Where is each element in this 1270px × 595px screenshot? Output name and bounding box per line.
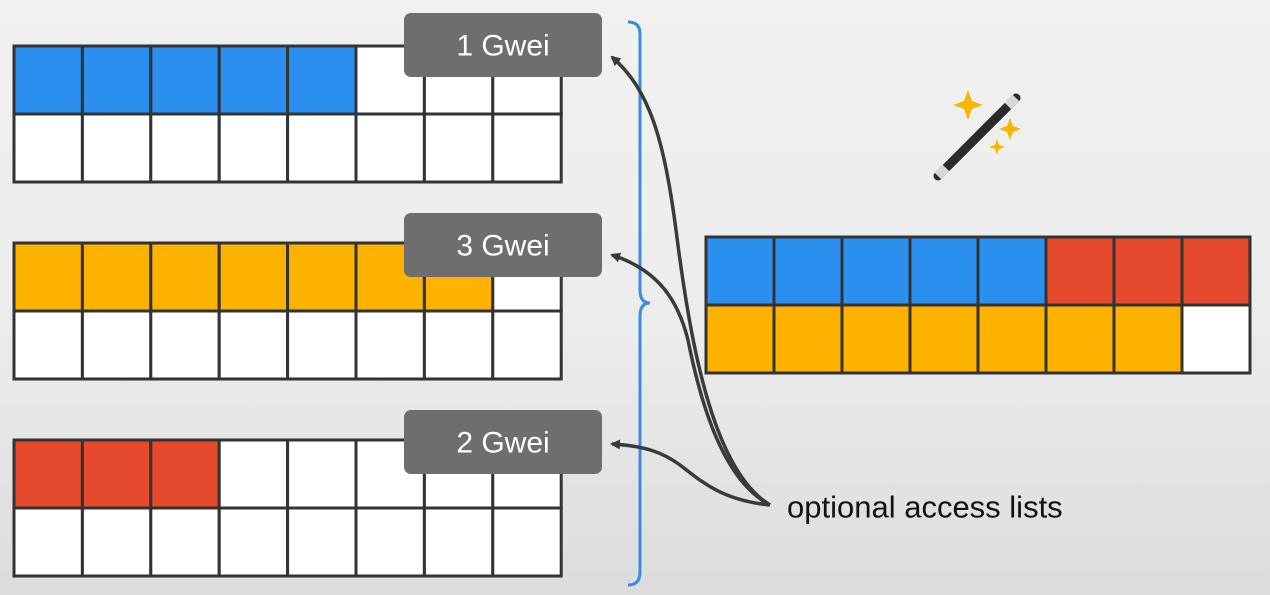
transaction-cell — [80, 438, 153, 510]
magic-wand-icon — [933, 90, 1021, 181]
block-cell — [704, 303, 776, 375]
transaction-cell — [149, 241, 221, 313]
arrow-to-label-3 — [610, 439, 771, 507]
transaction-cell — [80, 506, 153, 578]
transaction-cell — [149, 506, 221, 578]
transaction-cell — [149, 309, 221, 381]
block-cell — [1044, 303, 1116, 375]
transaction-cell — [12, 241, 84, 313]
result-block — [704, 235, 1252, 375]
transaction-cell — [354, 112, 426, 184]
transaction-cell — [217, 506, 290, 578]
transaction-cell — [217, 309, 290, 381]
transaction-cell — [80, 241, 153, 313]
transaction-cell — [491, 112, 563, 184]
transaction-cell — [354, 506, 426, 578]
transaction-cell — [286, 44, 358, 116]
block-cell — [1112, 303, 1184, 375]
transaction-cell — [149, 438, 221, 510]
gas-price-label-3: 2 Gwei — [404, 410, 602, 474]
transaction-grid-2 — [12, 241, 563, 381]
block-cell — [908, 303, 980, 375]
block-cell — [1180, 303, 1252, 375]
block-cell — [908, 235, 980, 307]
block-cell — [840, 235, 912, 307]
transaction-cell — [422, 309, 495, 381]
transaction-cell — [217, 112, 290, 184]
transaction-grid-3 — [12, 438, 563, 578]
transaction-cell — [217, 438, 290, 510]
transaction-cell — [12, 506, 84, 578]
caption-optional-access-lists: optional access lists — [787, 490, 1063, 525]
gas-price-label-2-text: 3 Gwei — [456, 230, 549, 263]
transaction-cell — [286, 241, 358, 313]
block-cell — [1180, 235, 1252, 307]
block-cell — [840, 303, 912, 375]
transaction-cell — [217, 44, 290, 116]
block-cell — [772, 303, 844, 375]
transaction-cell — [286, 112, 358, 184]
gas-price-label-1-text: 1 Gwei — [456, 30, 549, 63]
transaction-cell — [12, 112, 84, 184]
block-cell — [1044, 235, 1116, 307]
transaction-cell — [12, 438, 84, 510]
block-cell — [976, 303, 1048, 375]
gas-price-label-1: 1 Gwei — [404, 13, 602, 77]
transaction-cell — [80, 44, 153, 116]
transaction-grid-1 — [12, 44, 563, 184]
transaction-cell — [12, 309, 84, 381]
block-cell — [976, 235, 1048, 307]
transaction-cell — [149, 112, 221, 184]
gas-price-label-2: 3 Gwei — [404, 213, 602, 277]
transaction-cell — [286, 506, 358, 578]
transaction-cell — [422, 506, 495, 578]
transaction-cell — [491, 506, 563, 578]
transaction-cell — [491, 309, 563, 381]
gas-price-label-3-text: 2 Gwei — [456, 427, 549, 460]
block-cell — [1112, 235, 1184, 307]
transaction-cell — [354, 309, 426, 381]
block-cell — [772, 235, 844, 307]
transaction-cell — [80, 309, 153, 381]
transaction-cell — [217, 241, 290, 313]
curly-brace — [627, 20, 651, 587]
block-cell — [704, 235, 776, 307]
transaction-cell — [286, 438, 358, 510]
transaction-cell — [286, 309, 358, 381]
transaction-cell — [422, 112, 495, 184]
arrow-to-label-2 — [610, 252, 771, 507]
arrow-to-label-1 — [610, 55, 771, 507]
transaction-cell — [80, 112, 153, 184]
transaction-cell — [149, 44, 221, 116]
transaction-cell — [12, 44, 84, 116]
